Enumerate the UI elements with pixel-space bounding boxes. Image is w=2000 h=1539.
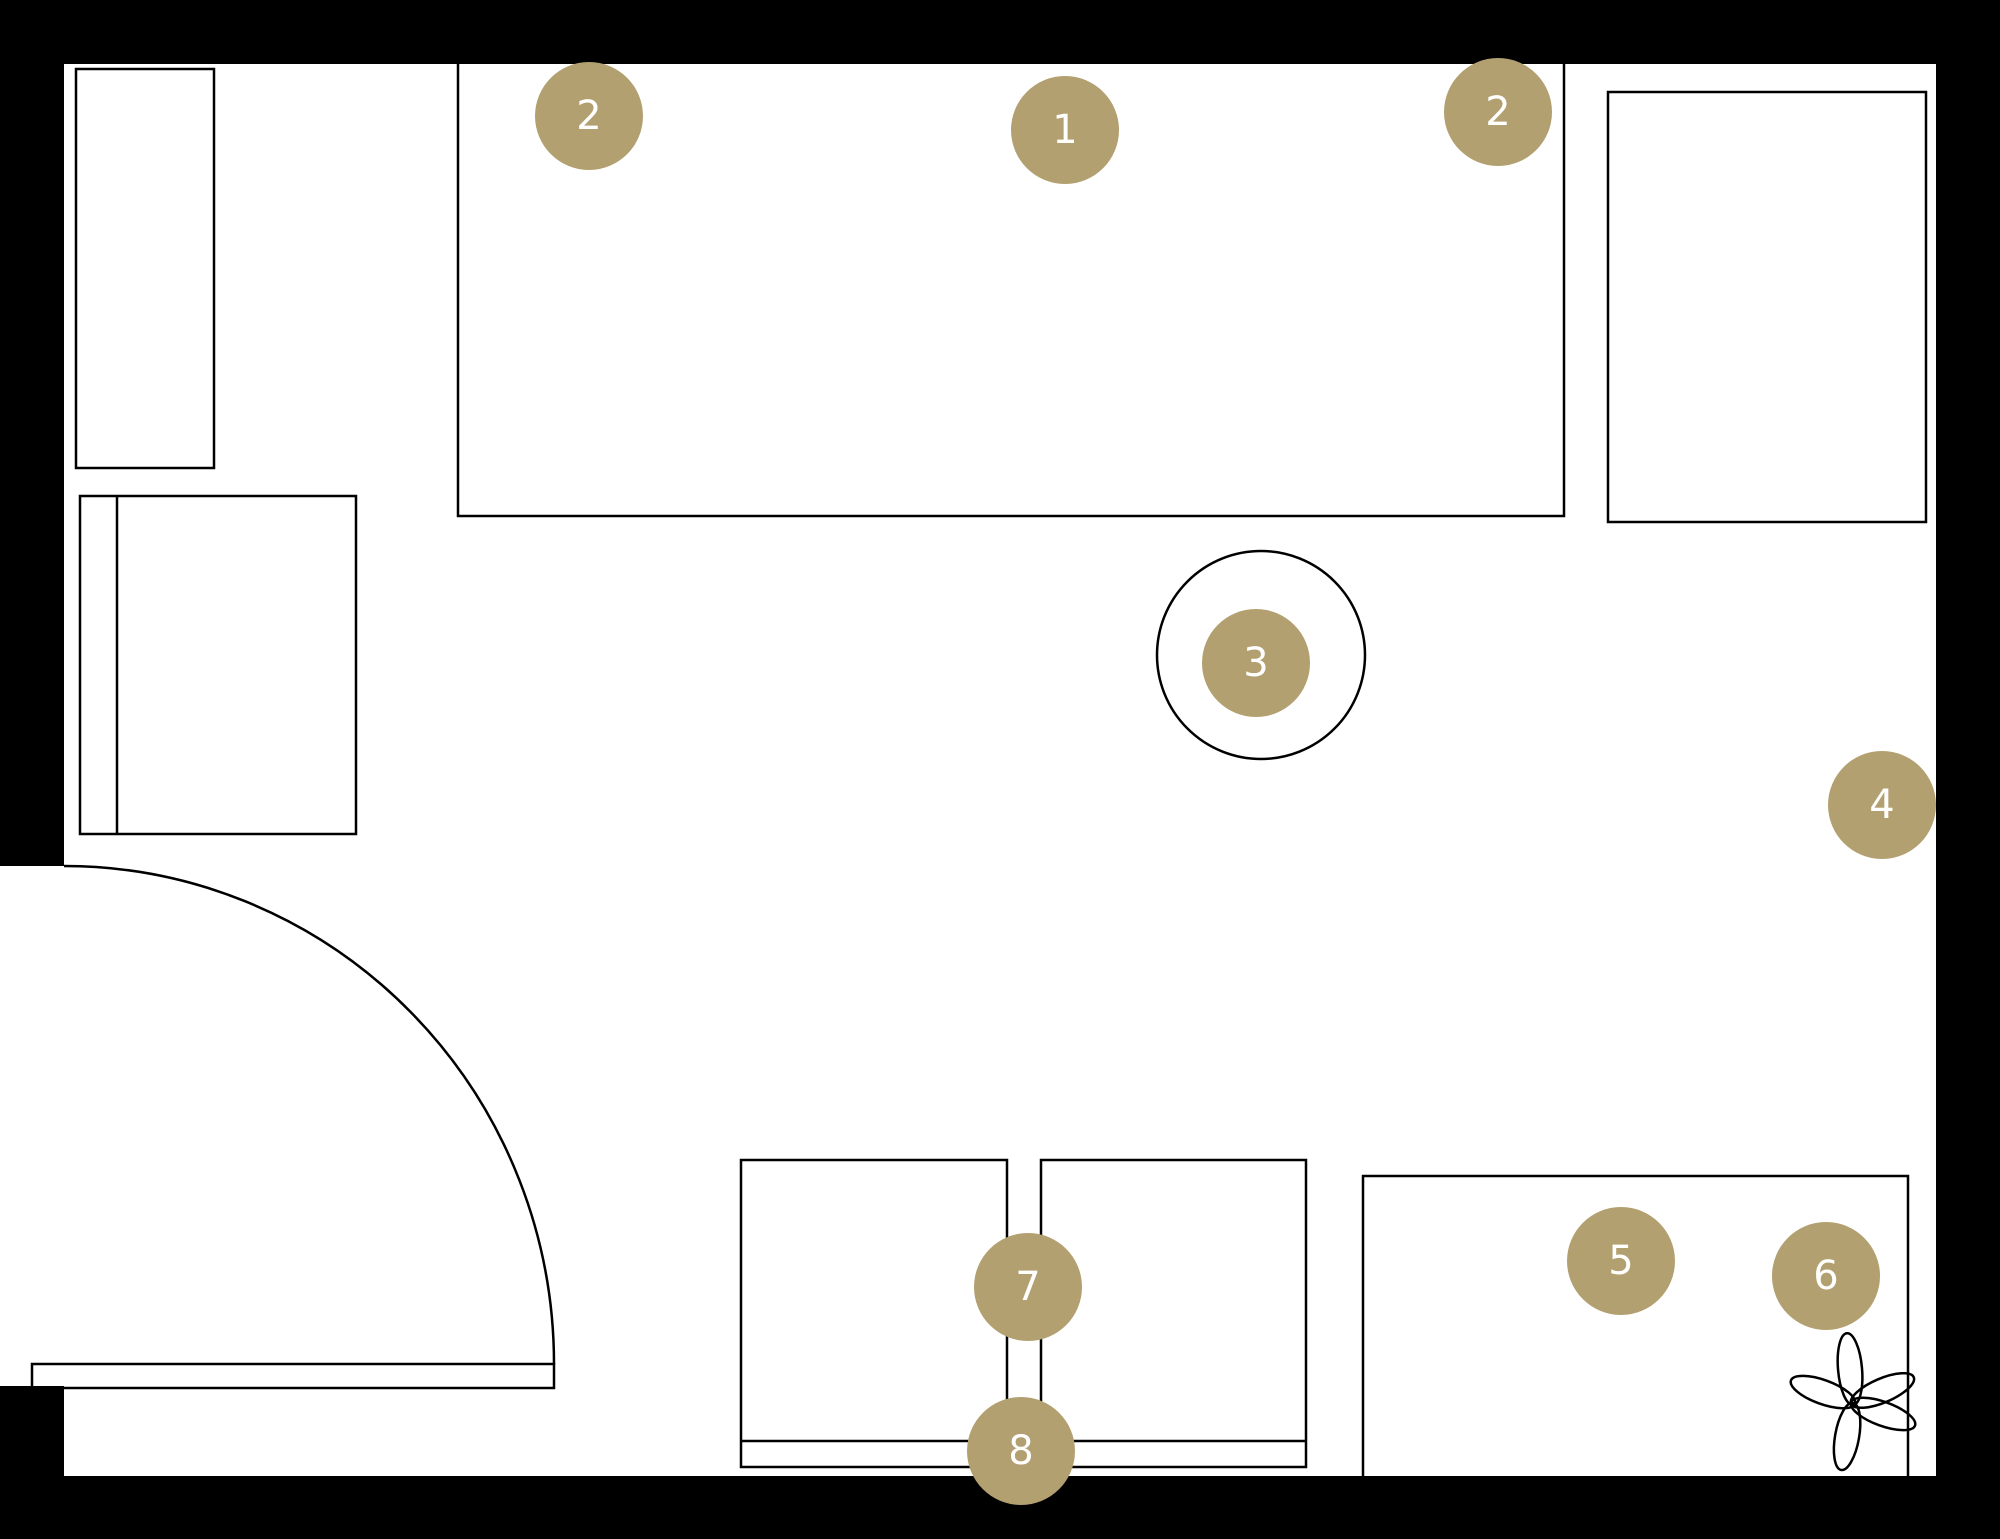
door-leaf <box>30 1362 556 1390</box>
marker-1[interactable]: 1 <box>1011 76 1119 184</box>
wardrobe <box>74 67 216 470</box>
svg-text:6: 6 <box>1813 1253 1838 1299</box>
cabinet-right <box>1606 90 1928 524</box>
marker-6[interactable]: 6 <box>1772 1222 1880 1330</box>
bed <box>78 494 358 836</box>
marker-5[interactable]: 5 <box>1567 1207 1675 1315</box>
marker-7[interactable]: 7 <box>974 1233 1082 1341</box>
wall-right <box>1936 0 2000 1539</box>
marker-4[interactable]: 4 <box>1828 751 1936 859</box>
svg-text:2: 2 <box>576 93 601 139</box>
svg-text:2: 2 <box>1485 89 1510 135</box>
marker-8[interactable]: 8 <box>967 1397 1075 1505</box>
round-table <box>1155 549 1367 761</box>
furniture <box>30 60 1928 1476</box>
svg-text:8: 8 <box>1008 1428 1033 1474</box>
marker-2a[interactable]: 2 <box>535 62 643 170</box>
armchair-left <box>739 1158 1009 1469</box>
svg-text:3: 3 <box>1243 640 1268 686</box>
svg-text:5: 5 <box>1608 1238 1633 1284</box>
armchair-right <box>1039 1158 1308 1469</box>
svg-text:1: 1 <box>1052 107 1077 153</box>
svg-text:4: 4 <box>1869 782 1894 828</box>
desk <box>1361 1174 1910 1476</box>
marker-3[interactable]: 3 <box>1202 609 1310 717</box>
svg-text:7: 7 <box>1015 1264 1040 1310</box>
markers: 1 2 2 3 4 5 6 7 8 <box>535 58 1936 1505</box>
door-swing-arc <box>63 864 556 1365</box>
plant-icon <box>1789 1332 1917 1472</box>
wall-left-upper <box>0 0 64 866</box>
rug-area <box>456 60 1566 518</box>
wall-top <box>0 0 2000 64</box>
marker-2b[interactable]: 2 <box>1444 58 1552 166</box>
